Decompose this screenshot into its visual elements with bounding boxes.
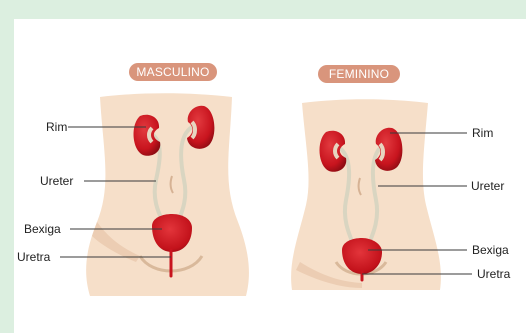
male-bladder-label: Bexiga (24, 222, 61, 236)
male-title-badge: MASCULINO (129, 63, 217, 81)
female-kidney-label: Rim (472, 126, 493, 140)
male-kidney-label: Rim (46, 120, 67, 134)
female-title-badge: FEMININO (318, 65, 400, 83)
male-ureter-label: Ureter (40, 174, 73, 188)
female-figure (291, 99, 441, 290)
male-torso (86, 93, 249, 296)
female-urethra-label: Uretra (477, 267, 510, 281)
male-figure (86, 93, 249, 296)
female-bladder-label: Bexiga (472, 243, 509, 257)
male-urethra-label: Uretra (17, 250, 50, 264)
female-ureter-label: Ureter (471, 179, 504, 193)
